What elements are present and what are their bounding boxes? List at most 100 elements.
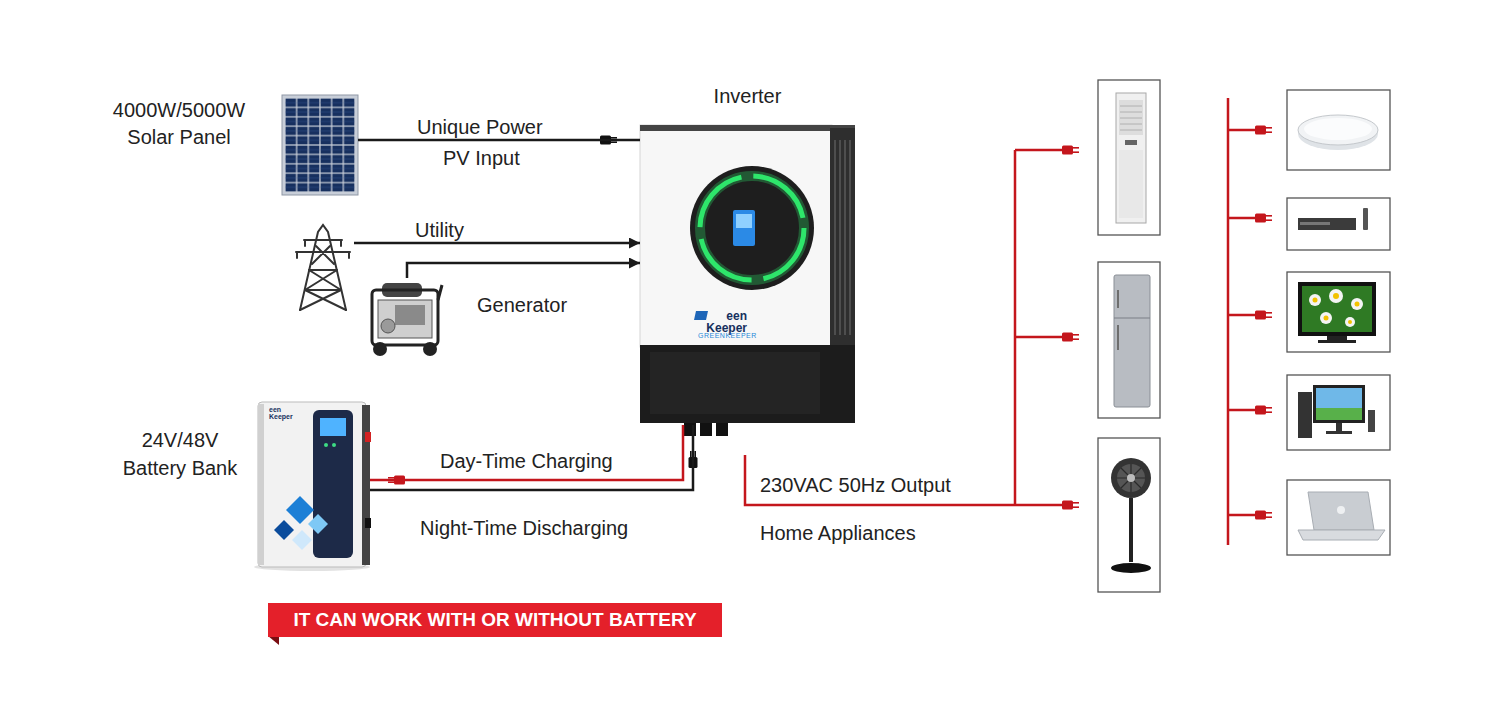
- television-icon-part: [1309, 294, 1321, 306]
- desktop-computer-icon-part: [1326, 431, 1352, 434]
- television-icon-part: [1345, 317, 1355, 327]
- output-wiring-part: [1015, 150, 1062, 505]
- output-wiring-part: [1228, 98, 1255, 545]
- television-icon-part: [1329, 289, 1343, 303]
- appliance-plugs-part: [1062, 146, 1079, 155]
- inverter-illustration-part: [650, 352, 820, 414]
- generator-node: Generator: [368, 278, 442, 357]
- appliance-frames-part: [1287, 375, 1390, 450]
- inverter-illustration-part: [690, 166, 814, 290]
- brand-logo-text: GREENKEEPER: [698, 332, 768, 340]
- node-label: 4000W/5000W Solar Panel: [104, 97, 254, 151]
- television-icon-part: [1320, 312, 1332, 324]
- output-wiring: [745, 98, 1255, 545]
- annotation-label: PV Input: [443, 145, 593, 171]
- television-icon-part: [1324, 316, 1329, 321]
- battery-illustration-part: [362, 405, 370, 565]
- ceiling-light-icon-part: [1304, 118, 1372, 140]
- appliance-plugs-part: [1062, 333, 1079, 342]
- television-icon-part: [1348, 320, 1352, 324]
- annotation-label: 230VAC 50Hz Output: [760, 472, 1000, 498]
- ceiling-light-icon: [1298, 115, 1378, 150]
- connector-line: [354, 242, 640, 245]
- appliance-plugs-part: [1255, 214, 1272, 223]
- television-icon-part: [1351, 298, 1363, 310]
- connector-line: [407, 263, 640, 278]
- appliance-plugs: [1062, 126, 1272, 520]
- air-conditioner-icon-part: [1116, 93, 1146, 223]
- dvd-player-icon: [1298, 208, 1368, 230]
- inverter-illustration-part: [733, 210, 755, 246]
- appliance-plugs-part: [1255, 126, 1272, 135]
- appliance-frames-part: [1098, 438, 1160, 592]
- inverter-illustration-part: [700, 176, 804, 280]
- battery-illustration-part: [308, 514, 328, 534]
- node-label: Generator: [477, 292, 607, 318]
- inverter-illustration-part: [640, 125, 832, 347]
- laptop-icon-part: [1337, 506, 1345, 514]
- laptop-icon-part: [1308, 492, 1374, 530]
- air-conditioner-icon-part: [1125, 140, 1137, 145]
- utility-tower-icon-part: [300, 225, 346, 310]
- inverter-illustration-part: [835, 140, 850, 335]
- desktop-computer-icon-part: [1336, 423, 1342, 431]
- laptop-icon: [1298, 492, 1385, 540]
- inverter-node: Invertereen KeeperGREENKEEPER: [640, 125, 855, 425]
- dvd-player-icon-part: [1300, 222, 1330, 225]
- inverter-illustration-part: [700, 176, 804, 280]
- fan-icon: [1111, 458, 1151, 573]
- air-conditioner-icon-part: [1119, 100, 1143, 135]
- fridge-icon: [1114, 275, 1150, 407]
- solar-panel-illustration-part: [285, 98, 355, 192]
- appliance-frames-part: [1287, 480, 1390, 555]
- television-icon-part: [1355, 302, 1360, 307]
- fridge-icon-part: [1117, 325, 1119, 350]
- desktop-computer-icon: [1298, 385, 1375, 438]
- solar-panel-illustration: [282, 95, 358, 195]
- appliance-plugs-part: [1255, 511, 1272, 520]
- edge-label: Day-Time Charging: [440, 448, 650, 474]
- fan-icon-part: [1117, 464, 1145, 492]
- television-icon-part: [1333, 293, 1339, 299]
- battery-illustration-part: [365, 518, 371, 528]
- inverter-illustration: [640, 125, 855, 436]
- appliance-frames-part: [1287, 90, 1390, 170]
- inverter-illustration-part: [830, 128, 855, 347]
- edge-label: Night-Time Discharging: [420, 515, 670, 541]
- utility-tower-icon: [296, 225, 350, 310]
- television-icon-part: [1298, 282, 1376, 336]
- node-label: Utility: [415, 217, 505, 243]
- banner-notch: [268, 636, 279, 645]
- battery-illustration-part: [258, 402, 366, 567]
- generator-illustration-part: [373, 342, 387, 356]
- desktop-computer-icon-part: [1368, 410, 1375, 432]
- desktop-computer-icon-part: [1316, 408, 1362, 420]
- appliance-plugs-part: [1255, 311, 1272, 320]
- edge-label: Unique Power: [417, 114, 587, 140]
- solar-panel-illustration-part: [282, 95, 358, 195]
- banner-node: IT CAN WORK WITH OR WITHOUT BATTERY: [268, 603, 722, 637]
- battery-illustration-part: [274, 520, 294, 540]
- inverter-illustration-part: [736, 214, 752, 228]
- node-label: 24V/48V Battery Bank: [115, 426, 245, 482]
- inverter-illustration-part: [640, 345, 855, 423]
- ceiling-light-icon-part: [1298, 115, 1378, 145]
- utility-node: Utility: [292, 225, 354, 310]
- television-icon-part: [1313, 298, 1318, 303]
- fridge-icon-part: [1114, 318, 1150, 319]
- generator-illustration-part: [423, 342, 437, 356]
- inverter-illustration-part: [716, 423, 728, 436]
- appliance-frames: [1098, 80, 1390, 592]
- generator-illustration-part: [372, 290, 438, 345]
- brand-logo-text: een Keeper: [695, 310, 747, 334]
- inverter-illustration-part: [640, 125, 855, 131]
- appliance-frames-part: [1287, 272, 1390, 352]
- inverter-illustration-part: [694, 311, 708, 320]
- generator-illustration-part: [438, 285, 442, 300]
- solar-panel-node: 4000W/5000W Solar Panel: [282, 95, 358, 195]
- connector-line: [358, 139, 640, 142]
- appliance-plugs-part: [1255, 406, 1272, 415]
- fan-icon-part: [1129, 498, 1133, 562]
- battery-illustration: [254, 402, 371, 571]
- television-icon: [1298, 282, 1376, 343]
